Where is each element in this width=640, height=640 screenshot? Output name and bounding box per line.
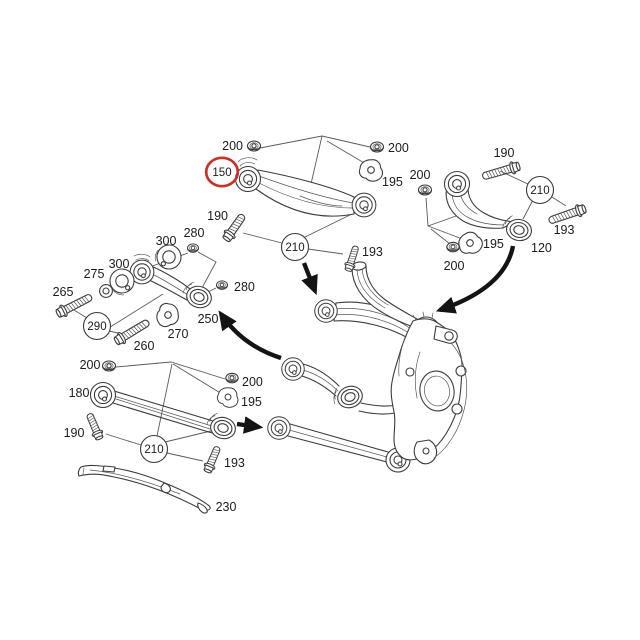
nut-280-upper	[187, 243, 199, 253]
label-bolt-265: 265	[53, 285, 74, 299]
label-part-250: 250	[198, 312, 219, 326]
installed-track-rod	[281, 357, 398, 415]
cover-strip	[77, 464, 211, 514]
camber-link-arm	[234, 157, 377, 218]
lower-link-arm	[89, 381, 239, 442]
flange-nut-200-right	[369, 141, 385, 153]
flange-nut-200-left	[246, 140, 262, 152]
label-nut-200-right: 200	[242, 375, 263, 389]
label-part-230: 230	[216, 500, 237, 514]
leader-lines	[242, 135, 371, 255]
group-camber-link-150: 210 150 200 200 195 190 193	[204, 135, 409, 273]
label-nut-200-upper: 200	[410, 168, 431, 182]
callout-210: 210	[139, 434, 169, 464]
flange-nut-200-right	[225, 372, 239, 384]
callout-210: 210	[525, 175, 555, 205]
cam-washer-195	[455, 229, 485, 257]
washer-275	[99, 284, 113, 298]
callout-210-label: 210	[144, 444, 163, 456]
group-cover-230: 230	[77, 464, 237, 514]
label-washer-195: 195	[382, 175, 403, 189]
label-cam-washer-270: 270	[168, 327, 189, 341]
label-washer-195: 195	[241, 395, 262, 409]
bolt-190	[83, 411, 106, 442]
leader-lines	[105, 361, 226, 462]
label-washer-195: 195	[483, 237, 504, 251]
installed-lower-link	[267, 416, 411, 473]
group-track-rod-250: 290 300 280 300 275 280 265 260 270 250	[53, 226, 255, 353]
label-part-120: 120	[531, 241, 552, 255]
label-nut-200-lower: 200	[444, 259, 465, 273]
red-highlight-ring	[204, 156, 240, 188]
callout-290: 290	[82, 311, 112, 341]
label-bolt-193: 193	[554, 223, 575, 237]
leader-lines	[425, 170, 567, 245]
label-disc-300-lower: 300	[109, 257, 130, 271]
flange-nut-200-upper	[417, 184, 433, 196]
label-150: 150	[212, 167, 231, 179]
callout-210-label: 210	[285, 242, 304, 254]
group-upper-link-120: 210 190 200 193 195 200 120	[410, 146, 588, 273]
label-washer-275: 275	[84, 267, 105, 281]
label-bolt-190: 190	[64, 426, 85, 440]
knuckle-assembly	[267, 261, 468, 473]
track-rod-arm	[129, 253, 216, 312]
label-part-180: 180	[69, 386, 90, 400]
flange-nut-200-lower	[446, 241, 460, 253]
arrow-lower-link-install	[236, 416, 264, 434]
label-nut-200-left: 200	[80, 358, 101, 372]
label-nut-280-right: 280	[234, 280, 255, 294]
callout-210: 210	[280, 232, 310, 262]
install-arrows	[218, 245, 516, 434]
upper-link-arm	[443, 170, 535, 244]
bolt-193	[201, 444, 224, 475]
arrow-upper-link-install	[435, 245, 516, 314]
cam-washer-195	[214, 384, 242, 411]
label-nut-200-left: 200	[222, 139, 243, 153]
label-nut-280-upper: 280	[184, 226, 205, 240]
cam-washer-270	[154, 301, 181, 330]
callout-290-label: 290	[87, 321, 106, 333]
label-disc-300-upper: 300	[156, 234, 177, 248]
arrow-camber-link-install	[301, 262, 318, 296]
nut-280-right	[216, 280, 228, 290]
label-bolt-260: 260	[134, 339, 155, 353]
label-bolt-190: 190	[494, 146, 515, 160]
callout-210-label: 210	[530, 185, 549, 197]
label-bolt-190: 190	[207, 209, 228, 223]
wheel-knuckle	[390, 318, 468, 465]
group-lower-link-180: 210 200 180 200 195 190 193	[64, 358, 263, 475]
highlight-circle-150: 150	[204, 156, 240, 188]
label-bolt-193: 193	[224, 456, 245, 470]
label-bolt-193: 193	[362, 245, 383, 259]
label-nut-200-right: 200	[388, 141, 409, 155]
flange-nut-200-left	[101, 360, 117, 372]
arrow-track-rod-install	[218, 310, 282, 361]
